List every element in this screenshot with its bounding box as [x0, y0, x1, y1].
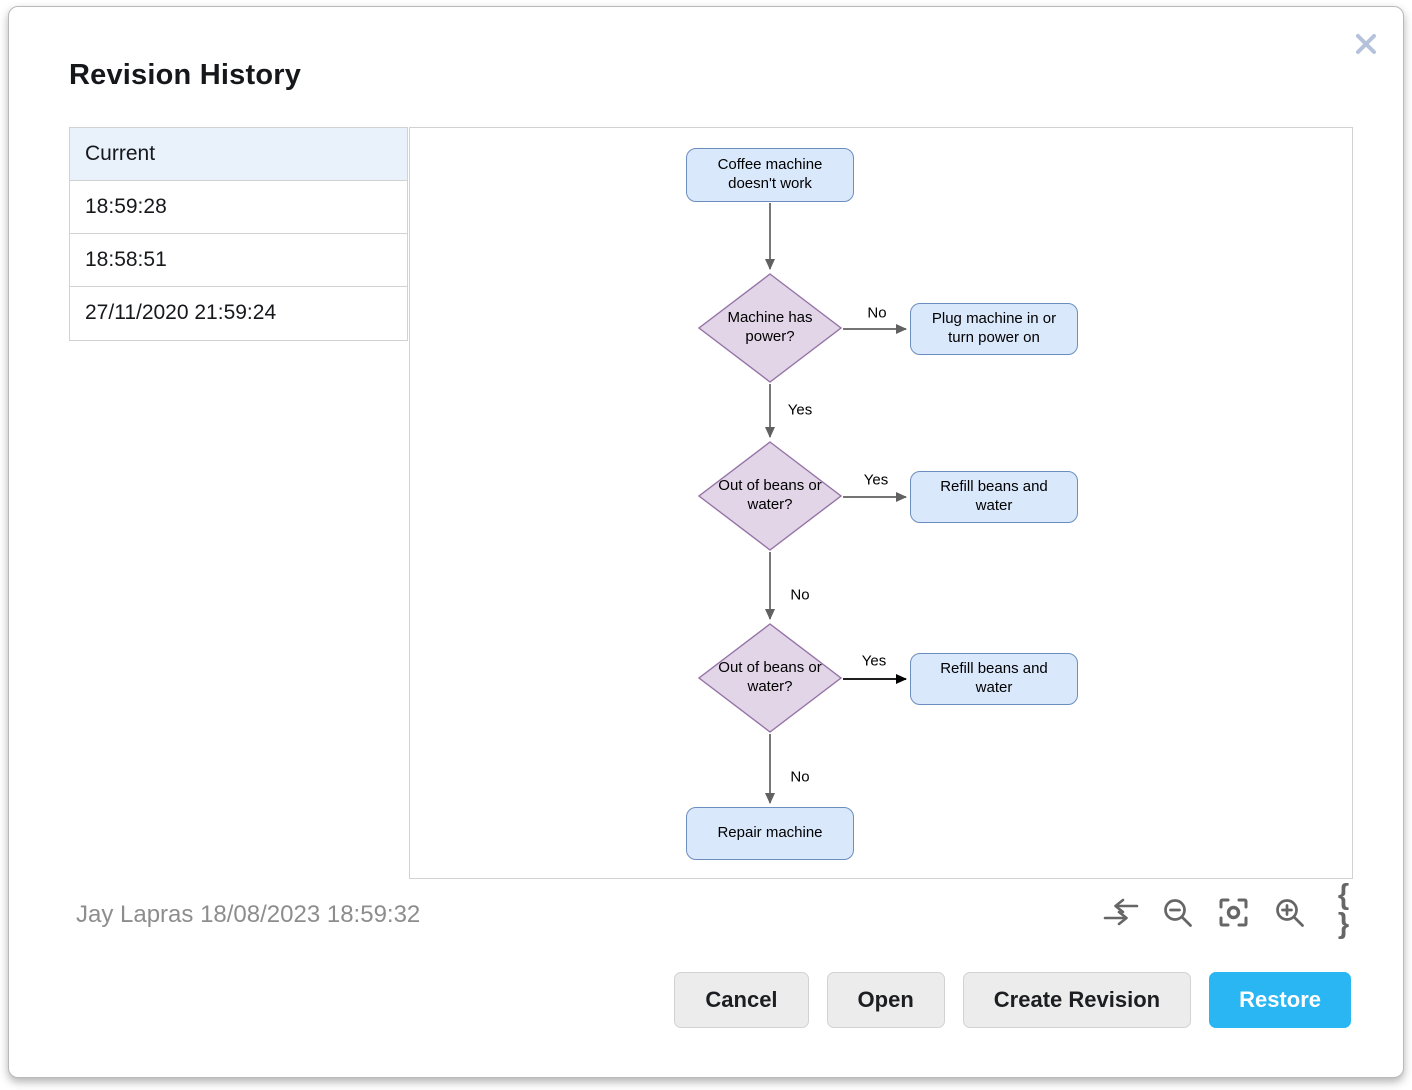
- node-label: Refill beans and water: [940, 478, 1048, 514]
- restore-button[interactable]: Restore: [1209, 972, 1351, 1028]
- edge-label-yes: Yes: [784, 401, 816, 419]
- compare-icon[interactable]: [1103, 893, 1139, 931]
- flowchart-node-start: Coffee machine doesn't work: [686, 148, 854, 202]
- revision-list-item[interactable]: 27/11/2020 21:59:24: [85, 301, 277, 324]
- diagram-preview-pane[interactable]: Coffee machine doesn't work Machine has …: [409, 127, 1353, 879]
- node-label: Plug machine in or turn power on: [931, 310, 1057, 346]
- reset-view-icon[interactable]: [1215, 893, 1251, 931]
- edge-label-yes: Yes: [860, 471, 892, 489]
- flowchart-node-plug-machine-in: Plug machine in or turn power on: [910, 303, 1078, 355]
- page-title: Revision History: [69, 59, 302, 91]
- braces-glyph: { }: [1337, 879, 1353, 940]
- node-label: Out of beans or water?: [718, 477, 822, 513]
- revision-history-dialog: Revision History Current 18:59:28 18:58:…: [8, 6, 1404, 1078]
- node-label: Refill beans and water: [940, 660, 1048, 696]
- open-button[interactable]: Open: [826, 972, 945, 1028]
- diamond-shape: [698, 273, 842, 383]
- create-revision-button[interactable]: Create Revision: [962, 972, 1192, 1028]
- preview-toolbar: { }: [1103, 881, 1363, 939]
- revision-meta: Jay Lapras 18/08/2023 18:59:32: [76, 901, 421, 928]
- zoom-out-glyph: [1163, 898, 1192, 927]
- edge-label-no: No: [864, 304, 890, 322]
- flowchart-edges: [765, 203, 907, 804]
- flowchart-node-refill-2: Refill beans and water: [910, 653, 1078, 705]
- reset-view-glyph: [1219, 898, 1247, 926]
- node-label: Coffee machine doesn't work: [717, 156, 823, 192]
- action-buttons: Cancel Open Create Revision Restore: [674, 972, 1351, 1028]
- edge-label-no: No: [787, 586, 813, 604]
- diamond-shape: [698, 441, 842, 551]
- revision-list-item[interactable]: 18:59:28: [70, 181, 407, 234]
- flowchart-node-machine-has-power: Machine has power?: [698, 273, 842, 383]
- zoom-in-glyph: [1275, 898, 1304, 927]
- edit-xml-icon[interactable]: { }: [1327, 881, 1363, 939]
- zoom-in-icon[interactable]: [1271, 893, 1307, 931]
- close-icon[interactable]: [1353, 31, 1379, 57]
- node-label: Out of beans or water?: [718, 659, 822, 695]
- compare-glyph: [1103, 898, 1139, 926]
- diamond-shape: [698, 623, 842, 733]
- edge-label-yes: Yes: [858, 652, 890, 670]
- flowchart-node-out-of-beans-2: Out of beans or water?: [698, 623, 842, 733]
- flowchart-node-repair: Repair machine: [686, 807, 854, 860]
- node-label: Machine has power?: [727, 309, 813, 345]
- flowchart-node-refill-1: Refill beans and water: [910, 471, 1078, 523]
- zoom-out-icon[interactable]: [1159, 893, 1195, 931]
- revision-list: Current 18:59:28 18:58:51 27/11/2020 21:…: [69, 127, 408, 341]
- flowchart-node-out-of-beans-1: Out of beans or water?: [698, 441, 842, 551]
- close-x-glyph: [1356, 34, 1376, 54]
- revision-list-item[interactable]: 18:58:51: [70, 234, 407, 287]
- edge-label-no: No: [787, 768, 813, 786]
- revision-list-item-current[interactable]: Current: [70, 128, 407, 181]
- cancel-button[interactable]: Cancel: [674, 972, 809, 1028]
- node-label: Repair machine: [717, 824, 823, 842]
